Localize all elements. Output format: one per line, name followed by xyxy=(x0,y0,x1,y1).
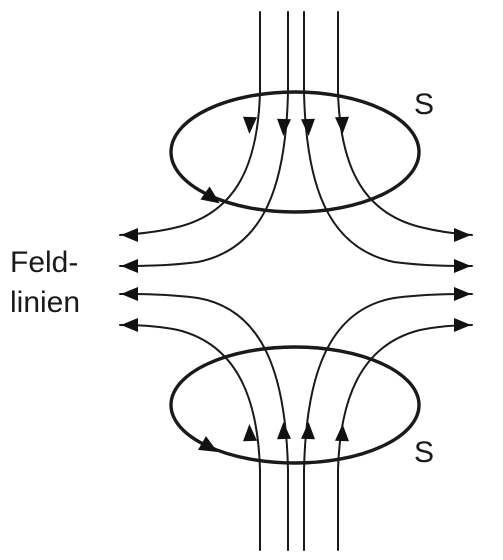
field-arrowhead xyxy=(121,259,138,273)
field-arrowhead xyxy=(243,116,257,134)
field-arrowhead xyxy=(121,287,138,301)
left-end-arrowheads xyxy=(121,228,138,332)
field-line xyxy=(119,293,289,551)
lower-inner-arrowheads xyxy=(243,422,349,442)
field-arrowhead xyxy=(277,422,291,440)
field-line xyxy=(119,324,261,551)
upper-inner-arrowheads xyxy=(243,116,349,136)
field-line xyxy=(119,11,261,236)
field-arrowhead xyxy=(454,318,471,332)
lower-loop: S xyxy=(169,345,434,469)
field-arrowhead xyxy=(335,424,349,442)
lower-loop-ring xyxy=(169,345,421,465)
field-arrowhead xyxy=(454,259,471,273)
lower-loop-direction-arrow xyxy=(198,436,218,452)
field-arrowhead xyxy=(243,424,257,442)
field-arrowhead xyxy=(121,228,138,242)
right-end-arrowheads xyxy=(454,228,471,332)
field-lines-label-line-1: Feld- xyxy=(10,246,78,279)
field-arrowhead xyxy=(301,118,315,136)
field-lines-label: Feld- linien xyxy=(10,246,80,319)
field-arrowhead xyxy=(301,422,315,440)
lower-loop-label: S xyxy=(414,436,434,469)
upper-field-lines xyxy=(119,11,473,267)
lower-field-lines xyxy=(119,293,473,551)
upper-loop: S xyxy=(169,88,434,214)
field-arrowhead xyxy=(277,118,291,136)
field-arrowhead xyxy=(335,116,349,134)
field-arrowhead xyxy=(454,287,471,301)
upper-loop-ring xyxy=(169,90,421,214)
field-line xyxy=(119,11,289,267)
upper-loop-label: S xyxy=(414,88,434,121)
field-line xyxy=(337,324,473,551)
field-lines-label-line-2: linien xyxy=(10,286,80,319)
field-line xyxy=(303,11,473,267)
upper-loop-direction-arrow xyxy=(200,186,220,204)
field-line xyxy=(303,293,473,551)
field-arrowhead xyxy=(121,318,138,332)
field-arrowhead xyxy=(454,228,471,242)
